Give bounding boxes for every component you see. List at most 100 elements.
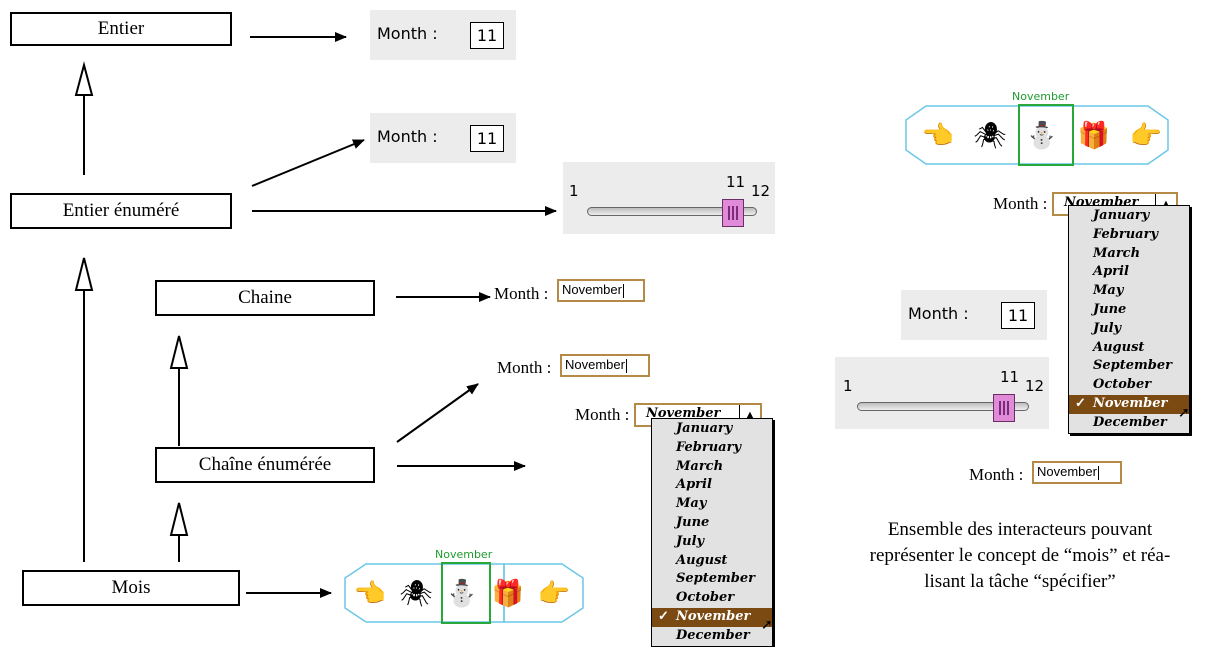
month-number-input[interactable]: 11 <box>470 22 504 49</box>
menu-item-january[interactable]: January <box>652 420 772 439</box>
menu-item-october[interactable]: October <box>652 589 772 608</box>
pointing-hand-right-icon[interactable]: 👉 <box>1129 121 1163 150</box>
menu-item-label: March <box>1093 245 1141 261</box>
menu-item-march[interactable]: March <box>652 458 772 477</box>
snowman-icon[interactable]: ⛄ <box>1025 121 1059 150</box>
slider-thumb[interactable] <box>721 199 744 227</box>
menu-item-label: December <box>1093 414 1167 430</box>
pointing-hand-left-icon[interactable]: 👈 <box>353 579 387 608</box>
class-box-chaine-enumeree: Chaîne énumérée <box>155 447 375 483</box>
spider-icon[interactable]: 🕷 <box>399 579 433 608</box>
pointing-hand-left-icon[interactable]: 👈 <box>921 121 955 150</box>
month-text-value: November <box>565 357 625 372</box>
menu-item-may[interactable]: May <box>652 495 772 514</box>
slider-panel: 1 11 12 <box>563 162 775 234</box>
spider-icon[interactable]: 🕷 <box>973 121 1007 150</box>
mouse-cursor-icon: ➚ <box>761 618 773 633</box>
slider-track[interactable] <box>857 402 1029 411</box>
month-number-input[interactable]: 11 <box>470 125 504 152</box>
gift-icon[interactable]: 🎁 <box>491 579 525 608</box>
slider-max-label: 12 <box>1025 377 1045 395</box>
menu-item-label: January <box>676 421 733 436</box>
month-number-input[interactable]: 11 <box>1001 302 1035 329</box>
menu-item-label: December <box>676 627 750 643</box>
menu-item-august[interactable]: August <box>652 552 772 571</box>
menu-item-label: May <box>676 496 707 512</box>
menu-item-label: August <box>676 552 728 568</box>
menu-item-june[interactable]: June <box>652 514 772 533</box>
slider-value-label: 11 <box>726 173 746 191</box>
strip-selection-frame <box>441 562 491 624</box>
month-label: Month : <box>908 304 969 323</box>
menu-item-label: June <box>676 514 710 530</box>
class-box-entier-enumere: Entier énuméré <box>10 193 232 229</box>
menu-item-march[interactable]: March <box>1069 245 1189 264</box>
menu-item-july[interactable]: July <box>652 533 772 552</box>
inheritance-mois-to-entier-enumere <box>74 257 94 562</box>
menu-item-november[interactable]: ✓ November <box>1069 394 1189 414</box>
menu-item-may[interactable]: May <box>1069 282 1189 301</box>
menu-item-february[interactable]: February <box>1069 226 1189 245</box>
chevron-up-icon: ▲ <box>739 405 760 425</box>
pointing-hand-right-icon[interactable]: 👉 <box>537 579 571 608</box>
inheritance-chaine-enumeree-to-chaine <box>169 335 189 446</box>
menu-item-label: February <box>676 439 742 455</box>
menu-item-september[interactable]: September <box>1069 357 1189 376</box>
menu-item-june[interactable]: June <box>1069 301 1189 320</box>
month-label: Month : <box>497 358 552 377</box>
class-box-mois: Mois <box>22 570 240 606</box>
menu-item-april[interactable]: April <box>652 476 772 495</box>
menu-item-october[interactable]: October <box>1069 376 1189 395</box>
menu-item-december[interactable]: December <box>1069 414 1189 433</box>
menu-item-january[interactable]: January <box>1069 207 1189 226</box>
checkmark-icon: ✓ <box>658 608 669 624</box>
menu-item-february[interactable]: February <box>652 439 772 458</box>
menu-item-april[interactable]: April <box>1069 263 1189 282</box>
class-box-chaine: Chaine <box>155 280 375 316</box>
checkmark-icon: ✓ <box>1075 395 1086 411</box>
inheritance-mois-to-chaine-enumeree <box>169 502 189 562</box>
caption-line: lisant la tâche “spécifier” <box>924 571 1116 592</box>
menu-item-label: August <box>1093 339 1145 355</box>
month-label: Month : <box>575 405 630 424</box>
caption-line: représenter le concept de “mois” et réa- <box>869 545 1171 566</box>
slider-track[interactable] <box>587 207 757 216</box>
month-text-input[interactable]: November <box>557 279 645 302</box>
integer-field-panel: Month : 11 <box>370 10 516 60</box>
month-text-input[interactable]: November <box>1032 461 1122 484</box>
menu-item-august[interactable]: August <box>1069 339 1189 358</box>
month-label: Month : <box>377 24 438 43</box>
caption-line: Ensemble des interacteurs pouvant <box>887 519 1153 540</box>
menu-item-label: October <box>1093 377 1152 393</box>
strip-selection-frame <box>1018 104 1074 166</box>
slider-max-label: 12 <box>751 182 771 200</box>
arrow-chaine-enumeree-field <box>396 383 479 443</box>
integer-field-panel: Month : 11 <box>370 113 516 163</box>
slider-min-label: 1 <box>843 377 853 395</box>
menu-item-september[interactable]: September <box>652 570 772 589</box>
month-text-input[interactable]: November <box>560 354 650 377</box>
gift-icon[interactable]: 🎁 <box>1077 121 1111 150</box>
inheritance-entier-enumere-to-entier <box>74 61 94 175</box>
mouse-cursor-icon: ➚ <box>1178 406 1190 421</box>
month-label: Month : <box>494 284 549 303</box>
menu-item-label: July <box>676 533 705 549</box>
slider-value-label: 11 <box>1000 368 1020 386</box>
menu-item-label: November <box>1093 395 1168 411</box>
snowman-icon[interactable]: ⛄ <box>445 579 479 608</box>
menu-item-december[interactable]: December <box>652 627 772 646</box>
menu-item-november[interactable]: ✓November <box>652 607 772 627</box>
menu-item-label: April <box>676 477 712 493</box>
strip-selected-month-label: November <box>1012 90 1070 103</box>
slider-thumb[interactable] <box>993 394 1016 422</box>
month-icon-strip: November👈🕷⛄🎁👉 <box>345 548 585 624</box>
menu-item-label: September <box>676 571 755 587</box>
menu-item-july[interactable]: July <box>1069 320 1189 339</box>
month-label: Month : <box>377 127 438 146</box>
slider-panel: 1 11 12 <box>835 357 1049 429</box>
icon-strip-outline-right <box>905 105 1169 165</box>
slider-min-label: 1 <box>569 182 579 200</box>
integer-field-panel: Month : 11 <box>901 290 1047 340</box>
